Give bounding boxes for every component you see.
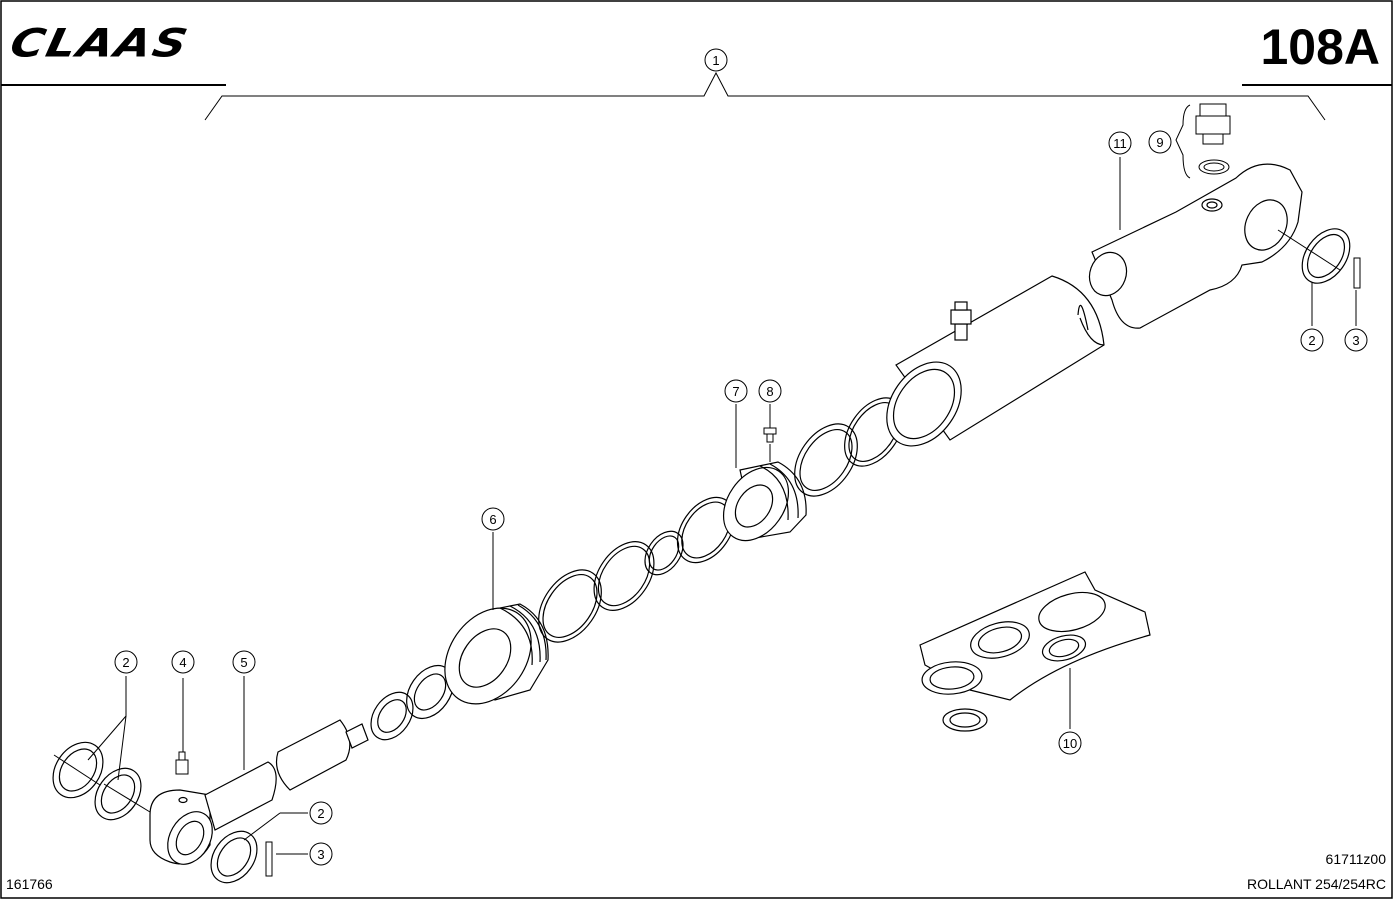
callout-2a[interactable]: 2 bbox=[1308, 333, 1315, 348]
seal-ring-rod bbox=[210, 830, 258, 884]
callout-11[interactable]: 11 bbox=[1113, 136, 1127, 151]
pin-right bbox=[1353, 257, 1361, 289]
callout-labels: 1 2 3 2 4 5 2 3 6 7 8 9 10 11 bbox=[122, 53, 1359, 862]
callout-5[interactable]: 5 bbox=[240, 655, 247, 670]
figure-code: 61711z00 bbox=[1325, 851, 1386, 867]
set-screw-part-8 bbox=[763, 404, 777, 462]
assembly-bracket bbox=[204, 71, 1326, 121]
seal-ring-right bbox=[1301, 228, 1351, 284]
callout-2c[interactable]: 2 bbox=[317, 806, 324, 821]
seal-kit-part-10 bbox=[919, 571, 1151, 732]
callout-4[interactable]: 4 bbox=[179, 655, 186, 670]
callout-3b[interactable]: 3 bbox=[317, 847, 324, 862]
callout-10[interactable]: 10 bbox=[1063, 736, 1077, 751]
cylinder-head-part-11 bbox=[1088, 163, 1303, 329]
seal-rings-middle bbox=[538, 496, 736, 643]
drawing-id: 161766 bbox=[6, 876, 53, 892]
seal-ring-left-outer bbox=[52, 741, 104, 799]
grease-nipple bbox=[175, 678, 189, 775]
wiper-rings bbox=[370, 665, 454, 741]
piston-part-7 bbox=[722, 461, 807, 542]
rod-eye bbox=[149, 789, 213, 865]
piston-rod bbox=[204, 719, 369, 831]
callout-6[interactable]: 6 bbox=[489, 512, 496, 527]
callout-8[interactable]: 8 bbox=[766, 384, 773, 399]
gland-part-6 bbox=[444, 603, 549, 705]
callout-1[interactable]: 1 bbox=[712, 53, 719, 68]
callout-2b[interactable]: 2 bbox=[122, 655, 129, 670]
model-name: ROLLANT 254/254RC bbox=[1246, 876, 1386, 892]
cylinder-tube bbox=[886, 275, 1105, 447]
leader-lines bbox=[87, 157, 1357, 855]
page-number: 108A bbox=[1260, 19, 1380, 75]
callout-9[interactable]: 9 bbox=[1156, 135, 1163, 150]
callout-3a[interactable]: 3 bbox=[1352, 333, 1359, 348]
fitting-part-9 bbox=[1175, 103, 1231, 179]
pin-left bbox=[265, 841, 273, 877]
callout-circles bbox=[114, 48, 1368, 866]
callout-7[interactable]: 7 bbox=[732, 384, 739, 399]
